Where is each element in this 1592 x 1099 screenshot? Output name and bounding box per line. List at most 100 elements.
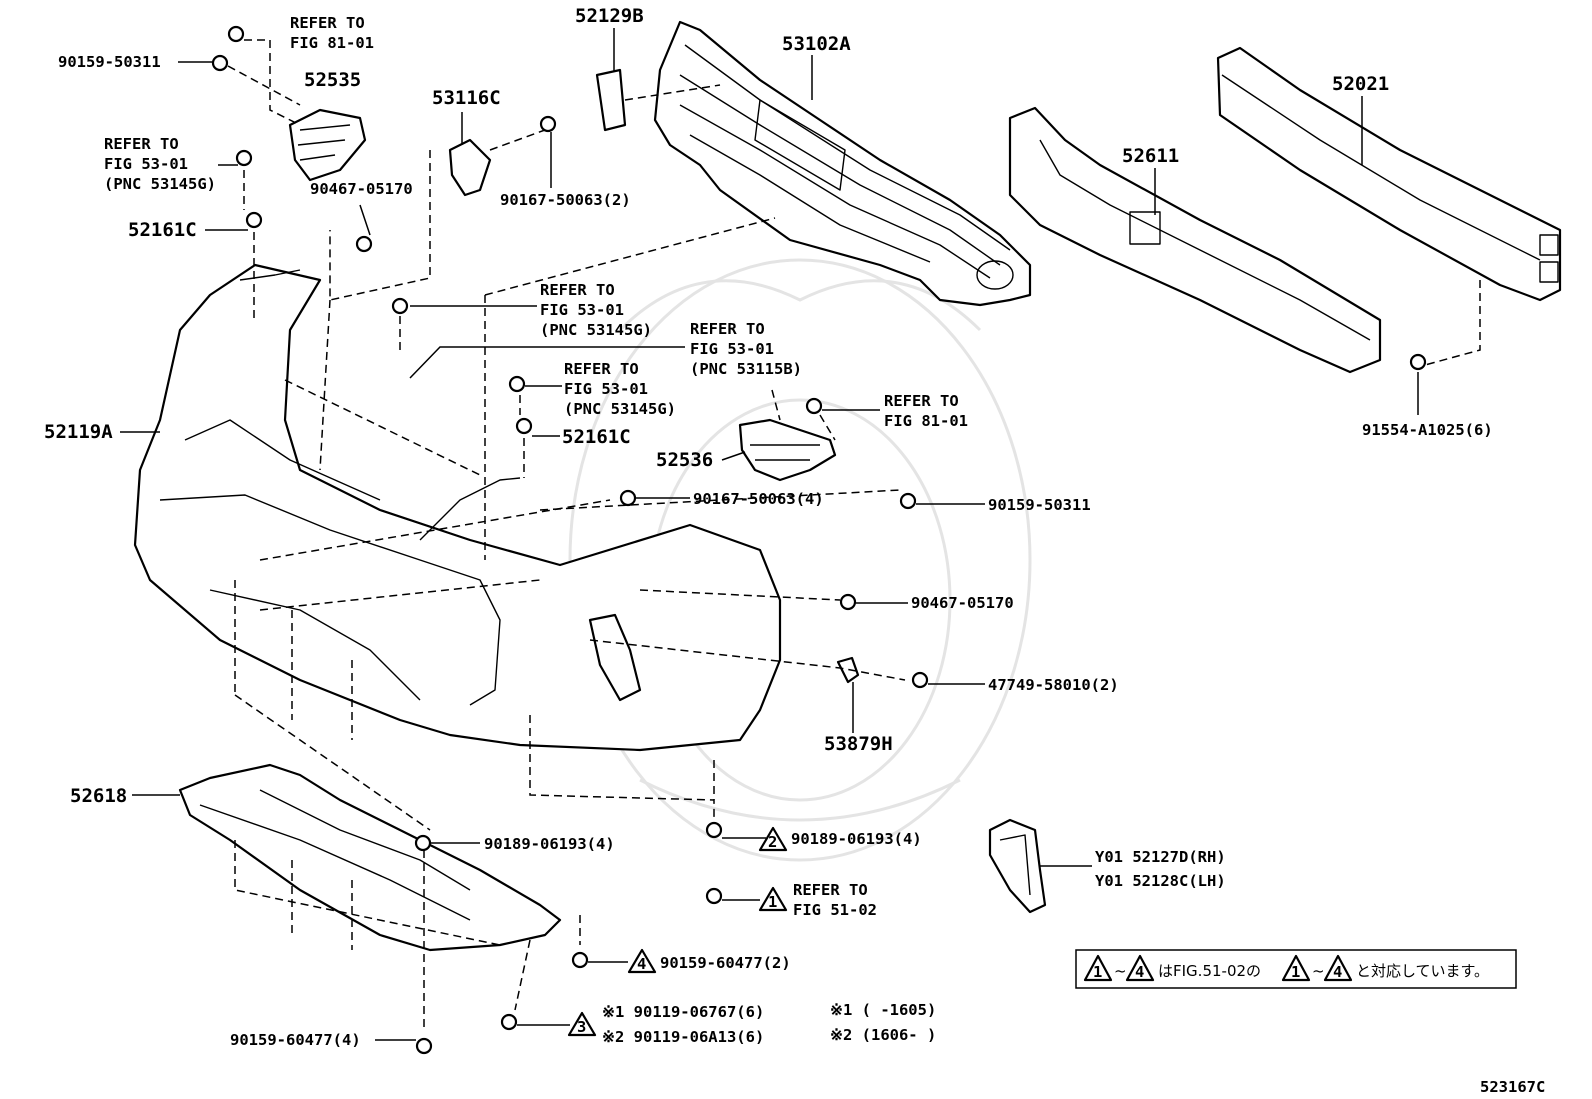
clip-icon — [211, 54, 229, 72]
legend-text: はFIG.51-02の — [1158, 962, 1261, 980]
clip-icon — [391, 297, 409, 315]
label-refer-53-mid-b[interactable]: FIG 53-01 — [540, 301, 624, 319]
label-90119-06767[interactable]: ※1 90119-06767(6) — [602, 1003, 764, 1021]
legend-tri-4-num: 4 — [1135, 963, 1144, 981]
triangle-4-num: 4 — [637, 955, 646, 973]
label-refer-81-right-b[interactable]: FIG 81-01 — [884, 412, 968, 430]
label-refer-51-a[interactable]: REFER TO — [793, 881, 868, 899]
legend-tri-4b-num: 4 — [1333, 963, 1342, 981]
legend-triangle-1b-icon — [1281, 954, 1311, 982]
fasteners — [211, 25, 1427, 1055]
label-90167-50063-4[interactable]: 90167-50063(4) — [693, 490, 824, 508]
label-52128c[interactable]: Y01 52128C(LH) — [1095, 872, 1226, 890]
label-90467-05170-right[interactable]: 90467-05170 — [911, 594, 1014, 612]
label-refer-81-top-b[interactable]: FIG 81-01 — [290, 34, 374, 52]
legend-triangle-1-icon — [1083, 954, 1113, 982]
label-53879h[interactable]: 53879H — [824, 733, 893, 755]
label-90159-50311-right[interactable]: 90159-50311 — [988, 496, 1091, 514]
label-90159-50311-top[interactable]: 90159-50311 — [58, 53, 161, 71]
clip-icon — [705, 821, 723, 839]
label-52161c-left[interactable]: 52161C — [128, 219, 197, 241]
label-90189-06193-right[interactable]: 90189-06193(4) — [791, 830, 922, 848]
clip-icon — [235, 149, 253, 167]
bolt-icon — [571, 951, 589, 969]
label-refer-53115-a[interactable]: REFER TO — [690, 320, 765, 338]
note-2-range: ※2 (1606- ) — [830, 1026, 936, 1044]
clip-icon — [839, 593, 857, 611]
undercover-52618[interactable] — [178, 763, 562, 952]
label-refer-53-mid-c[interactable]: (PNC 53145G) — [540, 321, 652, 339]
legend-tilde-b: ~ — [1312, 962, 1325, 980]
bolt-icon — [1409, 353, 1427, 371]
clip-icon — [508, 375, 526, 393]
label-90159-60477-4[interactable]: 90159-60477(4) — [230, 1031, 361, 1049]
label-52127d[interactable]: Y01 52127D(RH) — [1095, 848, 1226, 866]
triangle-1-num: 1 — [768, 893, 777, 911]
label-52161c-mid[interactable]: 52161C — [562, 426, 631, 448]
bracket-52536[interactable] — [738, 418, 837, 482]
bolt-icon — [539, 115, 557, 133]
label-52618[interactable]: 52618 — [70, 785, 127, 807]
bolt-icon — [500, 1013, 518, 1031]
legend-tilde: ~ — [1114, 962, 1127, 980]
bolt-icon — [899, 492, 917, 510]
legend-tri-1-num: 1 — [1093, 963, 1102, 981]
label-52119a[interactable]: 52119A — [44, 421, 113, 443]
clip-icon — [245, 211, 263, 229]
label-refer-53-low-a[interactable]: REFER TO — [564, 360, 639, 378]
label-52021[interactable]: 52021 — [1332, 73, 1389, 95]
label-53102a[interactable]: 53102A — [782, 33, 851, 55]
label-52129b[interactable]: 52129B — [575, 5, 644, 27]
legend-triangle-4-icon — [1125, 954, 1155, 982]
clip-53879h[interactable] — [836, 656, 860, 684]
leader-lines — [120, 28, 1419, 1041]
side-cover-52127d-52128c[interactable] — [988, 818, 1047, 914]
triangle-4-icon — [627, 948, 657, 974]
reference-triangles — [567, 826, 788, 1037]
triangle-2-num: 2 — [768, 833, 777, 851]
bracket-53116c[interactable] — [448, 138, 492, 197]
clip-icon — [355, 235, 373, 253]
label-90467-05170-top[interactable]: 90467-05170 — [310, 180, 413, 198]
label-91554-a1025[interactable]: 91554-A1025(6) — [1362, 421, 1493, 439]
triangle-3-num: 3 — [577, 1018, 586, 1036]
label-refer-53-low-b[interactable]: FIG 53-01 — [564, 380, 648, 398]
label-refer-81-top-a[interactable]: REFER TO — [290, 14, 365, 32]
label-90119-06a13[interactable]: ※2 90119-06A13(6) — [602, 1028, 764, 1046]
label-90159-60477-2[interactable]: 90159-60477(2) — [660, 954, 791, 972]
label-52536[interactable]: 52536 — [656, 449, 713, 471]
clip-icon — [619, 489, 637, 507]
triangle-3-icon — [567, 1011, 597, 1037]
clip-icon — [414, 834, 432, 852]
assembly-lines — [227, 39, 1481, 1030]
note-1-range: ※1 ( -1605) — [830, 1001, 936, 1019]
legend-box: 1 ~ 4 はFIG.51-02の 1 ~ 4 と対応しています。 — [1075, 949, 1517, 989]
label-refer-53-mid-a[interactable]: REFER TO — [540, 281, 615, 299]
label-refer-53-left-b[interactable]: FIG 53-01 — [104, 155, 188, 173]
label-52611[interactable]: 52611 — [1122, 145, 1179, 167]
figure-id: 523167C — [1480, 1078, 1545, 1096]
label-refer-53-left-a[interactable]: REFER TO — [104, 135, 179, 153]
reinforcement-52021[interactable] — [1216, 46, 1562, 302]
label-53116c[interactable]: 53116C — [432, 87, 501, 109]
label-refer-53-low-c[interactable]: (PNC 53145G) — [564, 400, 676, 418]
legend-triangle-4b-icon — [1323, 954, 1353, 982]
absorber-52611[interactable] — [1008, 106, 1382, 374]
label-refer-53115-c[interactable]: (PNC 53115B) — [690, 360, 802, 378]
clip-52129b[interactable] — [595, 68, 627, 132]
bracket-52535[interactable] — [288, 108, 367, 182]
label-refer-51-b[interactable]: FIG 51-02 — [793, 901, 877, 919]
label-52535[interactable]: 52535 — [304, 69, 361, 91]
label-90167-50063-2[interactable]: 90167-50063(2) — [500, 191, 631, 209]
label-90189-06193-left[interactable]: 90189-06193(4) — [484, 835, 615, 853]
grille-53102a[interactable] — [653, 20, 1032, 307]
bumper-cover-52119a[interactable] — [133, 263, 782, 752]
legend-text-tail: と対応しています。 — [1356, 962, 1489, 980]
label-refer-81-right-a[interactable]: REFER TO — [884, 392, 959, 410]
label-refer-53115-b[interactable]: FIG 53-01 — [690, 340, 774, 358]
watermark-emblem — [568, 258, 1032, 862]
label-47749-58010[interactable]: 47749-58010(2) — [988, 676, 1119, 694]
label-refer-53-left-c[interactable]: (PNC 53145G) — [104, 175, 216, 193]
